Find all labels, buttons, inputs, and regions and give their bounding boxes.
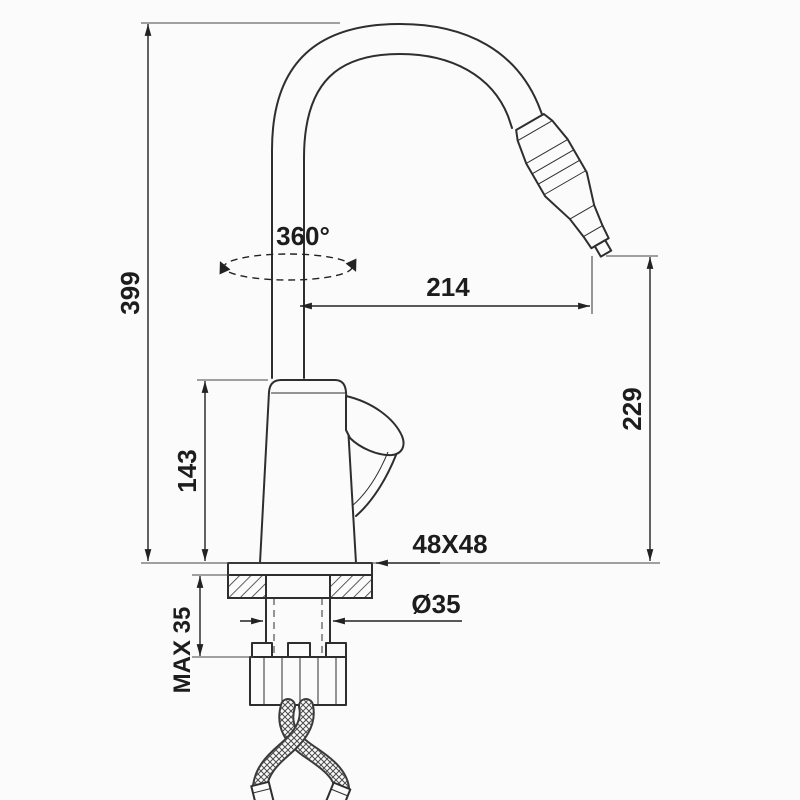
rotation-arrow-left <box>219 261 231 275</box>
dim-label-swivel: 360° <box>276 221 330 251</box>
rotation-indicator <box>219 253 357 281</box>
dim-base-plate: 48X48 <box>376 529 488 567</box>
faucet-body <box>259 379 357 564</box>
dim-body-height: 143 <box>172 379 268 561</box>
dim-label-base-plate: 48X48 <box>412 529 487 559</box>
dim-label-spout-height: 229 <box>617 387 647 430</box>
mounting-nut <box>249 642 347 706</box>
dim-spout-reach: 214 <box>300 256 593 314</box>
supply-hoses <box>250 698 352 800</box>
dim-hole-diameter: Ø35 <box>240 589 462 625</box>
dim-spout-height: 229 <box>606 255 658 561</box>
dim-label-hole-diameter: Ø35 <box>411 589 460 619</box>
dim-label-total-height: 399 <box>115 271 145 314</box>
rotation-arrow-right <box>345 258 357 272</box>
spray-head <box>515 113 613 258</box>
handle-lever <box>345 395 405 517</box>
dim-label-body-height: 143 <box>172 449 202 492</box>
hose-fitting-left <box>250 780 276 800</box>
dim-label-spout-reach: 214 <box>426 272 470 302</box>
dim-label-max-thickness: MAX 35 <box>169 607 196 694</box>
spray-nozzle <box>593 239 613 258</box>
gooseneck-spout <box>271 23 546 379</box>
dim-max-thickness: MAX 35 <box>169 574 254 694</box>
dim-total-height: 399 <box>115 22 340 564</box>
base-plate <box>227 562 373 576</box>
counter-section <box>227 574 373 599</box>
